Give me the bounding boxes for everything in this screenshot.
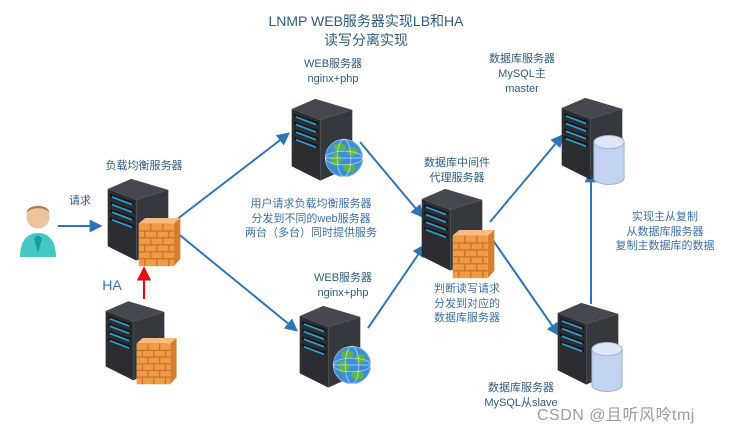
mysql-slave-label: 数据库服务器 MySQL从slave — [462, 381, 580, 411]
arrow-lb-to-web-top — [175, 132, 291, 221]
node-web-server-top — [290, 96, 366, 188]
node-mysql-master — [560, 95, 630, 193]
globe-icon — [332, 345, 372, 385]
web-bottom-label: WEB服务器 nginx+php — [288, 271, 398, 301]
firewall-icon — [138, 218, 182, 268]
web-top-label-line2: nginx+php — [307, 73, 359, 85]
mysql-master-label-line2: MySQL主 — [498, 68, 546, 80]
mysql-slave-label-line2: MySQL从slave — [484, 397, 558, 409]
web-bottom-label-line1: WEB服务器 — [313, 272, 373, 284]
middleware-label: 数据库中间件 代理服务器 — [402, 156, 512, 186]
diagram-title: LNMP WEB服务器实现LB和HA 读写分离实现 — [216, 12, 516, 50]
arrow-middleware-to-master — [489, 134, 564, 223]
node-ha-standby-server — [104, 298, 180, 388]
arrow-web-top-to-middleware — [359, 141, 424, 218]
node-load-balancer — [106, 176, 184, 268]
web-bottom-label-line2: nginx+php — [317, 287, 369, 299]
node-user — [18, 197, 58, 257]
title-line1: LNMP WEB服务器实现LB和HA — [268, 13, 464, 29]
globe-icon — [324, 138, 364, 178]
title-line2: 读写分离实现 — [324, 32, 408, 48]
ha-label: HA — [102, 277, 122, 293]
arrow-middleware-to-slave — [489, 235, 560, 337]
database-cylinder-icon — [592, 133, 626, 187]
arrow-lb-to-web-bottom — [175, 231, 299, 332]
node-db-middleware — [420, 186, 498, 282]
arrow-web-bottom-to-middleware — [367, 243, 426, 329]
middleware-label-line1: 数据库中间件 — [424, 157, 490, 169]
node-web-server-bottom — [298, 303, 374, 395]
replication-note: 实现主从复制 从数据库服务器 复制主数据库的数据 — [615, 211, 715, 252]
rw-note: 判断读写请求 分发到对应的 数据库服务器 — [434, 283, 500, 324]
csdn-watermark: CSDN @且听风呤tmj — [537, 407, 695, 424]
mysql-master-label-line3: master — [505, 83, 539, 95]
web-top-label: WEB服务器 nginx+php — [278, 57, 388, 87]
request-label: 请求 — [69, 195, 91, 207]
firewall-icon — [452, 230, 496, 280]
database-cylinder-icon — [590, 340, 624, 394]
web-top-label-line1: WEB服务器 — [303, 58, 363, 70]
load-balancer-label: 负载均衡服务器 — [105, 160, 183, 172]
mysql-master-label: 数据库服务器 MySQL主 master — [462, 52, 582, 97]
person-icon — [18, 197, 58, 257]
firewall-icon — [136, 338, 178, 386]
lb-note: 用户请求负载均衡服务器 分发到不同的web服务器 两台（多台）同时提供服务 — [245, 198, 377, 239]
mysql-master-label-line1: 数据库服务器 — [489, 53, 555, 65]
middleware-label-line2: 代理服务器 — [429, 172, 485, 184]
mysql-slave-label-line1: 数据库服务器 — [488, 382, 554, 394]
